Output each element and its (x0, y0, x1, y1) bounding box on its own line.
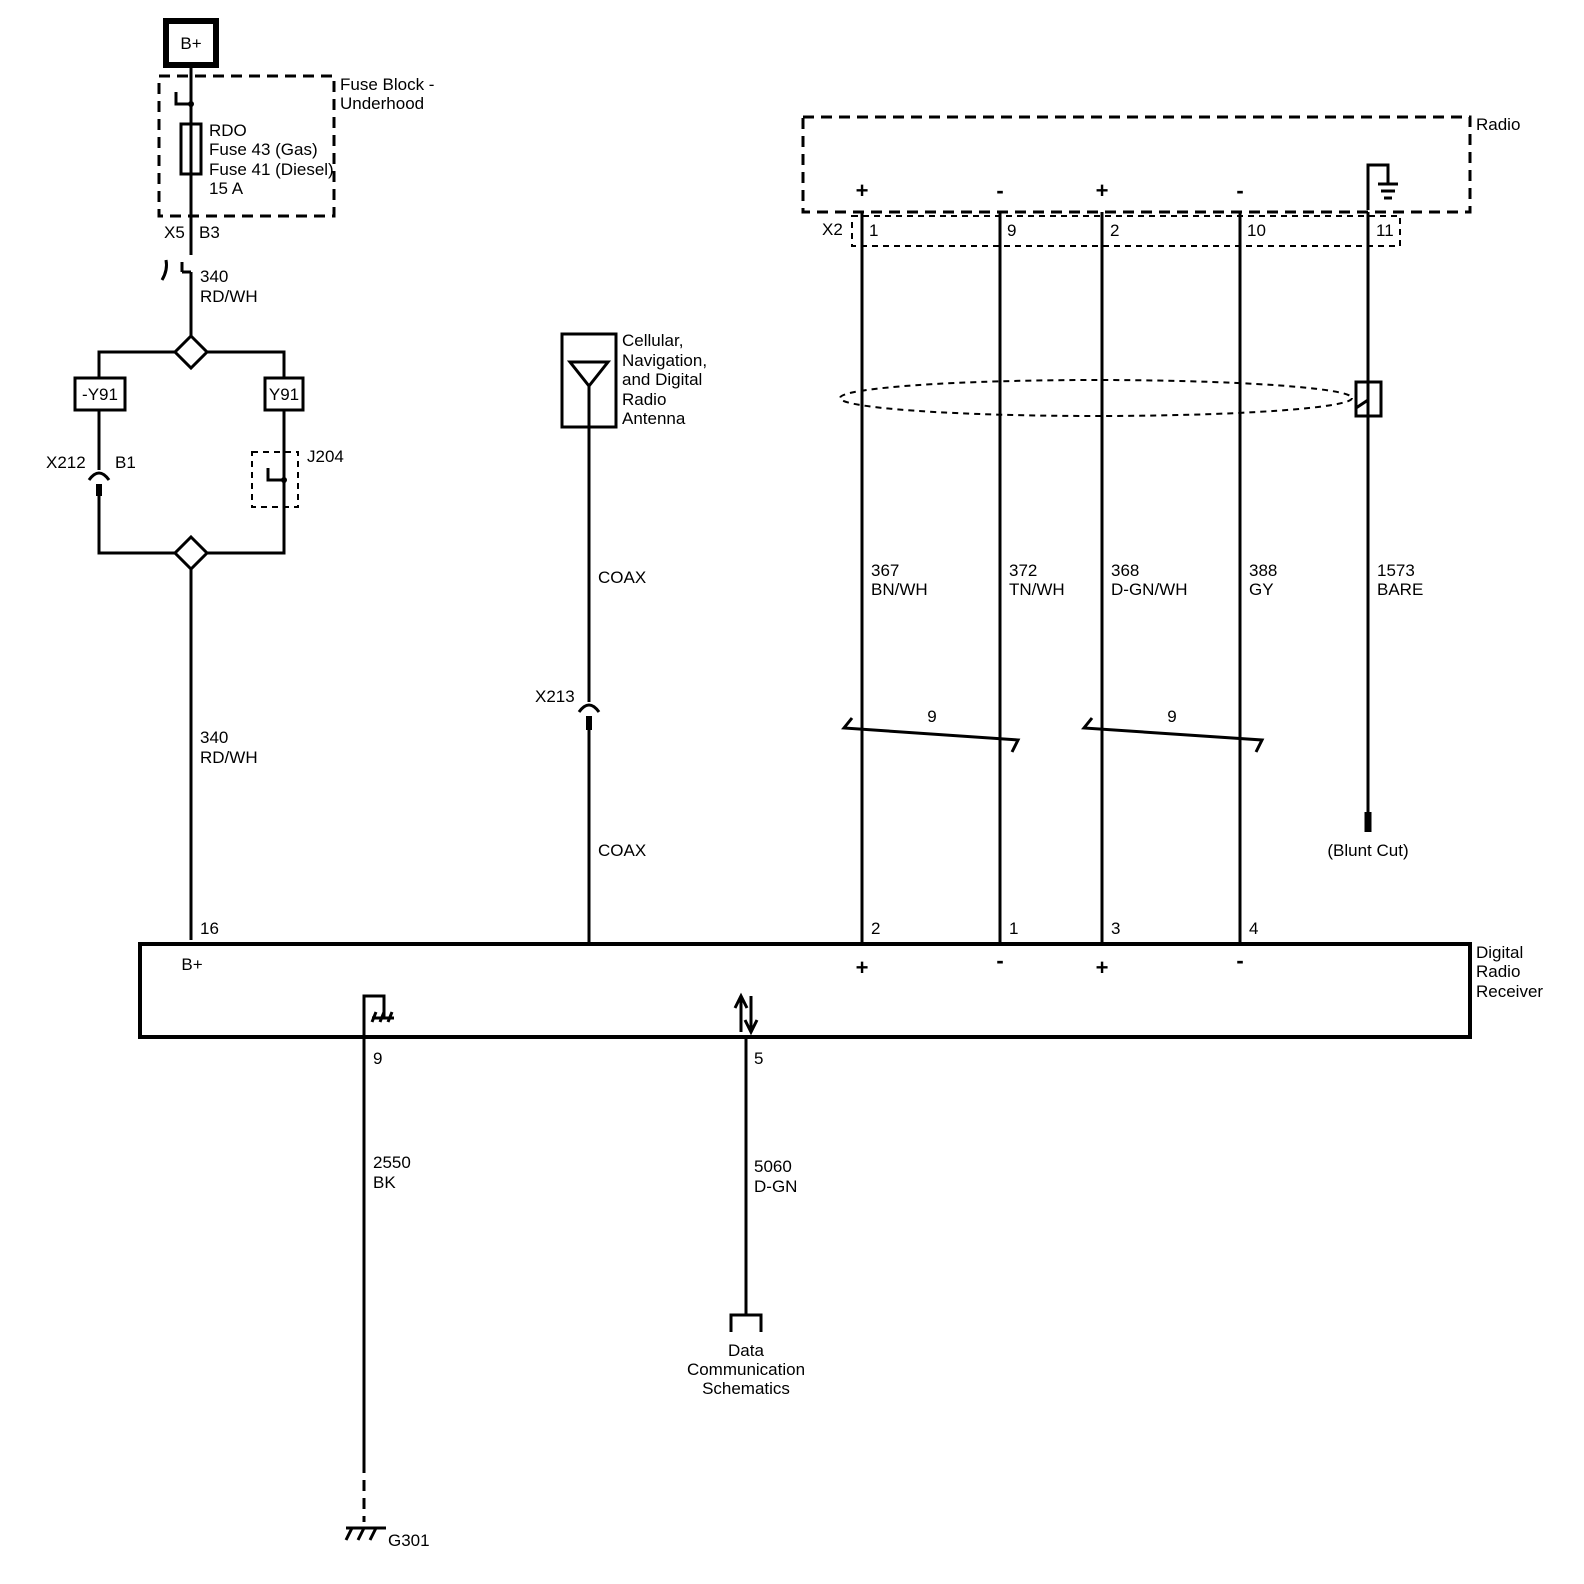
wire-372-circuit: 372 (1009, 561, 1037, 580)
antenna-label-3: Radio (622, 390, 666, 409)
receiver-pin-3: 3 (1111, 919, 1120, 938)
wire-367-color: BN/WH (871, 580, 928, 599)
x2-connector-label: X2 (822, 220, 843, 239)
ground-color-label: BK (373, 1173, 396, 1192)
twist-label-right: 9 (1167, 707, 1176, 726)
receiver-name-1: Radio (1476, 962, 1520, 981)
radio-label: Radio (1476, 115, 1520, 134)
x212-pin-label: B1 (115, 453, 136, 472)
coax-label-bottom: COAX (598, 841, 646, 860)
x212-connector-symbol (87, 471, 111, 481)
option-label-not-y91: -Y91 (82, 385, 118, 404)
wire-388-circuit: 388 (1249, 561, 1277, 580)
wire-388-color: GY (1249, 580, 1274, 599)
receiver-pol-1: - (996, 948, 1003, 973)
wire-1573-color: BARE (1377, 580, 1423, 599)
g301-ground-icon (344, 1526, 386, 1541)
receiver-pin-1: 1 (1009, 919, 1018, 938)
twist-label-left: 9 (927, 707, 936, 726)
x5-connector-symbol (160, 259, 168, 281)
x2-pin-2: 2 (1110, 221, 1119, 240)
receiver-ground-icon (362, 994, 394, 1037)
fuse-line-0: RDO (209, 121, 247, 140)
power-wire-color-top: RD/WH (200, 287, 258, 306)
fuse-block-name: Fuse Block - Underhood (340, 75, 439, 113)
splice-lower (172, 534, 210, 572)
wire-367-circuit: 367 (871, 561, 899, 580)
x212-connector-label: X212 (46, 453, 86, 472)
receiver-name-0: Digital (1476, 943, 1523, 962)
radio-pol-2: + (1096, 178, 1109, 203)
wire-368-circuit: 368 (1111, 561, 1139, 580)
wire-1573-circuit: 1573 (1377, 561, 1415, 580)
fuse-block-outline (157, 74, 336, 218)
fuse-block-tab (174, 92, 191, 106)
x5-connector-label: X5 (164, 223, 185, 242)
wire-368-color: D-GN/WH (1111, 580, 1187, 599)
fuse-line-1: Fuse 43 (Gas) (209, 140, 318, 159)
ground-circuit-label: 2550 (373, 1153, 411, 1172)
wire-372-color: TN/WH (1009, 580, 1065, 599)
receiver-pin-16: 16 (200, 919, 219, 938)
twist-marker-right (1081, 717, 1265, 753)
data-color-label: D-GN (754, 1177, 797, 1196)
x2-connector-outline (851, 215, 1401, 247)
blunt-cut-label: (Blunt Cut) (1327, 841, 1408, 860)
receiver-pin-4: 4 (1249, 919, 1258, 938)
option-box-y91 (263, 376, 305, 412)
option-label-y91: Y91 (269, 385, 299, 404)
power-wire-color-bottom: RD/WH (200, 748, 258, 767)
data-comm-bracket (729, 1313, 763, 1332)
digital-radio-receiver-box (138, 942, 1472, 1039)
receiver-pol-0: + (856, 955, 869, 980)
j204-label: J204 (307, 447, 344, 466)
antenna-icon (566, 360, 612, 427)
coax-label-top: COAX (598, 568, 646, 587)
splice-upper (172, 333, 210, 371)
x213-connector-symbol (577, 703, 601, 713)
j204-symbol (266, 468, 284, 482)
radio-ground-icon (1366, 163, 1398, 210)
antenna-label-1: Navigation, (622, 351, 707, 370)
x5-pin-label: B3 (199, 223, 220, 242)
data-pin-label: 5 (754, 1049, 763, 1068)
fuse-line-2: Fuse 41 (Diesel) (209, 160, 334, 179)
j204-outline (251, 451, 299, 508)
data-dest-1: Communication (687, 1360, 805, 1379)
x2-pin-9: 9 (1007, 221, 1016, 240)
data-dest-2: Schematics (702, 1379, 790, 1398)
radio-pol-3: - (1236, 178, 1243, 203)
data-dest-0: Data (728, 1341, 764, 1360)
shield-ellipse (839, 379, 1353, 417)
power-wire-circuit-bottom: 340 (200, 728, 228, 747)
x2-pin-11: 11 (1376, 221, 1394, 240)
antenna-label-0: Cellular, (622, 331, 683, 350)
antenna-label-4: Antenna (622, 409, 686, 428)
b-plus-source-label: B+ (180, 34, 201, 53)
twist-marker-left (841, 717, 1021, 753)
data-arrows-icon (733, 992, 759, 1036)
radio-pol-0: + (856, 178, 869, 203)
x2-pin-10: 10 (1247, 221, 1266, 240)
power-wire-circuit-top: 340 (200, 267, 228, 286)
receiver-pol-3: - (1236, 948, 1243, 973)
ground-pin-label: 9 (373, 1049, 382, 1068)
receiver-pol-2: + (1096, 955, 1109, 980)
data-circuit-label: 5060 (754, 1157, 792, 1176)
receiver-name-2: Receiver (1476, 982, 1543, 1001)
g301-label: G301 (388, 1531, 430, 1550)
receiver-pin-2: 2 (871, 919, 880, 938)
radio-pol-1: - (996, 178, 1003, 203)
fuse-line-3: 15 A (209, 179, 244, 198)
x2-pin-1: 1 (869, 221, 878, 240)
radio-outline (801, 115, 1472, 214)
antenna-label-2: and Digital (622, 370, 702, 389)
receiver-bplus-label: B+ (181, 955, 202, 974)
x213-connector-label: X213 (535, 687, 575, 706)
